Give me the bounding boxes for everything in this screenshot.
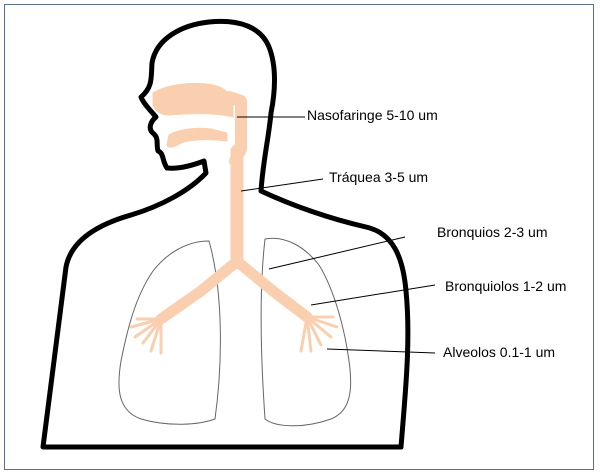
diagram-frame: Nasofaringe 5-10 um Tráquea 3-5 um Bronq… (4, 4, 594, 470)
body-silhouette (43, 21, 408, 447)
label-bronquiolos: Bronquiolos 1-2 um (445, 278, 566, 294)
label-nasofaringe: Nasofaringe 5-10 um (307, 107, 438, 123)
nasal-cavity (153, 83, 233, 117)
label-alveolos: Alveolos 0.1-1 um (443, 344, 555, 360)
label-bronquios: Bronquios 2-3 um (437, 224, 548, 240)
label-traquea: Tráquea 3-5 um (329, 169, 428, 185)
